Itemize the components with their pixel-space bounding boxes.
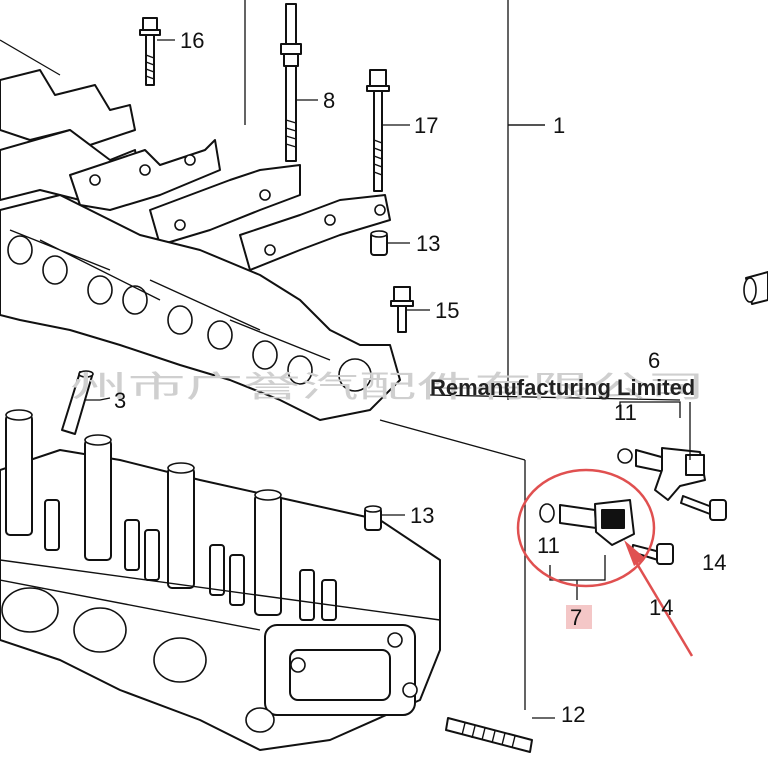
callout-16: 16 <box>180 28 204 53</box>
dowel-pin-13-lower <box>364 505 382 531</box>
highlight-circle <box>516 468 656 588</box>
cylinder-head <box>0 409 441 751</box>
callout-14-lower: 14 <box>649 595 673 620</box>
dowel-pin-13-upper <box>370 230 388 256</box>
bolt-15 <box>390 286 414 333</box>
callout-17: 17 <box>414 113 438 138</box>
watermark: 州市广誉汽配件有限公司 Remanufacturing Limited <box>70 370 705 405</box>
callout-8: 8 <box>323 88 335 113</box>
watermark-chinese: 州市广誉汽配件有限公司 <box>70 370 705 405</box>
bolt-17 <box>366 69 390 192</box>
callout-3: 3 <box>114 388 126 413</box>
oil-jet-part <box>743 271 768 305</box>
callout-14-upper: 14 <box>702 550 726 575</box>
callout-15: 15 <box>435 298 459 323</box>
bolt-14-upper <box>680 495 727 521</box>
highlight-arrow <box>628 551 694 657</box>
watermark-english: Remanufacturing Limited <box>430 375 695 400</box>
callout-1: 1 <box>553 113 565 138</box>
leader-lines <box>84 39 691 719</box>
highlight-arrow-head <box>624 540 645 566</box>
callout-7-highlight <box>566 605 592 629</box>
callout-labels: 16 8 17 1 13 15 3 6 11 13 11 14 7 14 12 <box>114 28 726 727</box>
highlight-annotation <box>516 468 694 657</box>
camshaft-holder-assembly <box>0 69 401 421</box>
callout-12: 12 <box>561 702 585 727</box>
tube-3 <box>61 370 94 435</box>
callout-13-lower: 13 <box>410 503 434 528</box>
bolt-16 <box>139 17 161 86</box>
stud-bolt-8 <box>280 3 302 162</box>
sensor-7 <box>539 499 674 565</box>
callout-13-upper: 13 <box>416 231 440 256</box>
callout-7: 7 <box>570 605 582 630</box>
stud-bolt-12 <box>445 717 533 753</box>
callout-11-lower: 11 <box>537 533 560 558</box>
sensor-6 <box>617 447 706 501</box>
callout-11-upper: 11 <box>614 400 637 425</box>
callout-6: 6 <box>648 348 660 373</box>
